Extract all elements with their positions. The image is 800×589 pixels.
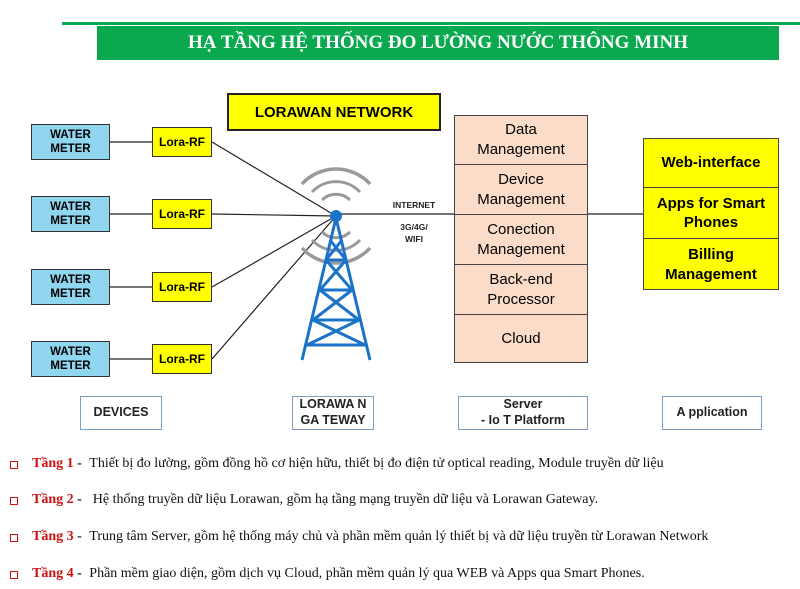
page-title: HẠ TẦNG HỆ THỐNG ĐO LƯỜNG NƯỚC THÔNG MIN… — [97, 26, 779, 60]
layer-4-item: Tầng 4 - Phần mềm giao diện, gồm dịch vụ… — [10, 566, 645, 582]
server-block-device-management: Device Management — [454, 165, 588, 215]
layer-3-name: Tầng 3 — [32, 529, 74, 544]
title-underline — [62, 22, 800, 25]
server-block-connection-management: Conection Management — [454, 215, 588, 265]
network-label: LORAWAN NETWORK — [227, 93, 441, 131]
radio-link-2 — [211, 213, 337, 217]
application-stack — [643, 138, 779, 290]
layer-2-text: Hệ thống truyền dữ liệu Lorawan, gồm hạ … — [92, 492, 599, 507]
water-meter-3: WATER METER — [31, 269, 110, 305]
signal-waves-icon — [300, 167, 372, 265]
radio-link-3 — [211, 215, 337, 288]
server-block-cloud: Cloud — [501, 330, 541, 348]
server-block-backend-processor: Back-end Processor — [454, 265, 588, 315]
layer-2-name: Tầng 2 — [32, 492, 74, 507]
lora-rf-4: Lora-RF — [152, 344, 212, 374]
layer-3-item: Tầng 3 - Trung tâm Server, gồm hệ thống … — [10, 529, 708, 545]
lora-rf-3: Lora-RF — [152, 272, 212, 302]
app-block-web-interface: Web-interface — [643, 138, 779, 188]
internet-label: INTERNET — [392, 200, 436, 210]
bullet-box-icon — [10, 496, 18, 505]
footer-server: Server - Io T Platform — [458, 396, 588, 430]
footer-gateway: LORAWA N GA TEWAY — [292, 396, 374, 430]
bullet-box-icon — [10, 570, 18, 579]
layer-3-text: Trung tâm Server, gồm hệ thống máy chủ v… — [89, 529, 709, 544]
wifi-label: WIFI — [405, 234, 423, 244]
water-meter-1: WATER METER — [31, 124, 110, 160]
footer-devices: DEVICES — [80, 396, 162, 430]
app-block-smartphone-apps: Apps for Smart Phones — [643, 188, 779, 239]
footer-application: A pplication — [662, 396, 762, 430]
layer-1-name: Tầng 1 — [32, 456, 74, 471]
radio-link-4 — [211, 215, 337, 360]
layer-4-name: Tầng 4 — [32, 566, 74, 581]
bullet-box-icon — [10, 533, 18, 542]
radio-link-1 — [211, 141, 337, 217]
layer-1-item: Tầng 1 - Thiết bị đo lường, gồm đồng hồ … — [10, 456, 664, 472]
bullet-box-icon — [10, 460, 18, 469]
server-block-data-management: Data Management — [454, 115, 588, 165]
layer-1-text: Thiết bị đo lường, gồm đồng hồ cơ hiện h… — [89, 456, 664, 471]
antenna-node-icon — [330, 210, 342, 222]
lora-rf-2: Lora-RF — [152, 199, 212, 229]
water-meter-2: WATER METER — [31, 196, 110, 232]
layer-4-text: Phần mềm giao diện, gồm dịch vụ Cloud, p… — [89, 566, 645, 581]
gateway-tower-icon — [300, 217, 372, 361]
water-meter-4: WATER METER — [31, 341, 110, 377]
layer-2-item: Tầng 2 - Hệ thống truyền dữ liệu Lorawan… — [10, 492, 598, 508]
mobile-label: 3G/4G/ — [400, 222, 428, 232]
app-block-billing: Billing Management — [665, 246, 757, 283]
lora-rf-1: Lora-RF — [152, 127, 212, 157]
server-platform — [454, 115, 588, 363]
